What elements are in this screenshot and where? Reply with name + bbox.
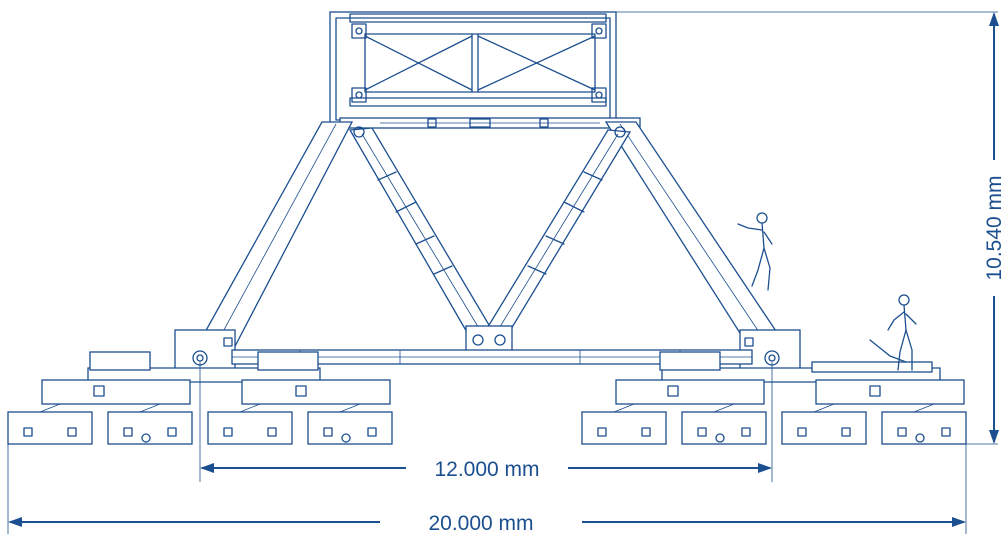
height-dimension: 10.540 mm	[616, 11, 1004, 445]
height-dimension-label: 10.540 mm	[983, 175, 1004, 280]
left-crawler-base	[7, 351, 393, 445]
right-main-leg	[604, 121, 801, 371]
worker-on-base-figure	[869, 294, 917, 371]
right-crawler-base	[581, 351, 967, 445]
outer-width-dimension-label: 20.000 mm	[428, 512, 533, 535]
inner-width-dimension: 12.000 mm	[199, 362, 773, 482]
worker-on-leg-figure	[737, 212, 773, 291]
top-frame	[329, 11, 641, 129]
left-main-leg	[174, 121, 354, 371]
inner-v-braces	[348, 126, 632, 353]
inner-width-dimension-label: 12.000 mm	[434, 458, 539, 481]
outer-width-dimension: 20.000 mm	[7, 444, 967, 535]
